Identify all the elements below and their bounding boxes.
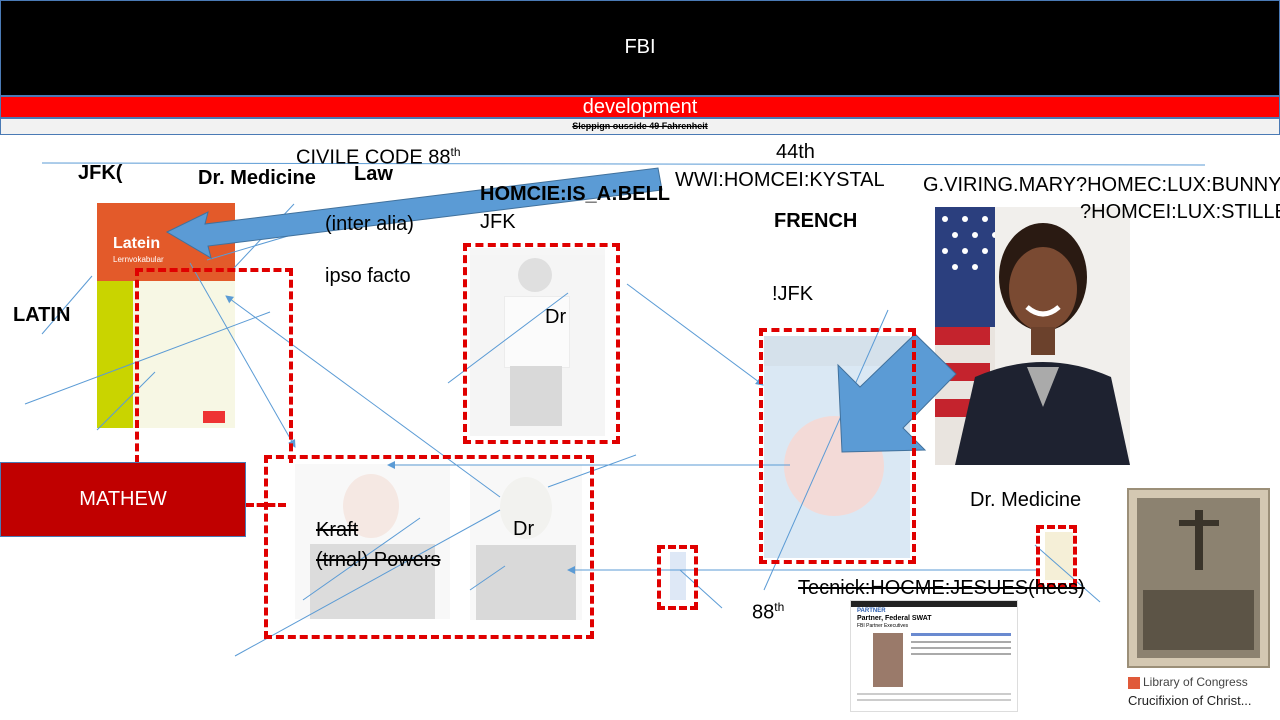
law-label: Law (354, 163, 393, 185)
homcie-bell-label: HOMCIE:IS_A:BELL (480, 183, 670, 205)
doc-title: Partner, Federal SWAT (857, 615, 932, 622)
doc-subtitle: FBI Partner Executives (857, 623, 909, 629)
header-bar (0, 0, 1280, 96)
dashed-connector (246, 503, 286, 507)
viring-label: G.VIRING.MARY?HOMEC:LUX:BUNNY (923, 174, 1280, 196)
civile-code-label: CIVILE CODE 88th (296, 145, 461, 169)
loc-caption: Crucifixion of Christ... (1128, 693, 1252, 708)
dashed-box-small (657, 545, 698, 610)
doc-partner: PARTNER (857, 608, 886, 614)
latin-label: LATIN (13, 304, 71, 326)
book-title: Latein (113, 235, 161, 252)
dashed-box-right (1036, 525, 1077, 587)
crucifixion-engraving (1127, 488, 1270, 668)
big-arrow-left (165, 167, 663, 260)
woman-photo (470, 248, 605, 436)
dashed-box-latin (135, 268, 293, 463)
timeline-line (41, 162, 1206, 166)
book-subtitle: Lernvokabular (113, 255, 164, 264)
jfk-label: JFK (480, 211, 516, 233)
page-title: FBI (624, 36, 656, 58)
fbi-document-thumbnail: PARTNER Partner, Federal SWAT FBI Partne… (850, 600, 1018, 712)
kraft-label: Kraft (316, 519, 359, 541)
dr-medicine-top-label: Dr. Medicine (198, 167, 316, 189)
dr-mid-label: Dr (545, 306, 567, 328)
stillb-label: ?HOMCEI:LUX:STILLB (1080, 201, 1280, 223)
eightyeight-label: 88th (752, 600, 785, 624)
condoleezza-rice-photo (935, 207, 1130, 465)
fortyfour-label: 44th (776, 141, 815, 163)
development-title: development (582, 96, 698, 118)
man-photo-right (470, 465, 582, 620)
dashed-box-woman (463, 243, 620, 444)
ipso-facto-label: ipso facto (325, 265, 411, 287)
not-jfk-label: !JFK (772, 283, 814, 305)
big-arrow-down (837, 333, 957, 453)
jfk-paren-label: JFK( (78, 162, 123, 184)
loc-source: Library of Congress (1143, 675, 1248, 689)
powers-label: (trnal) Powers (316, 549, 441, 571)
dashed-box-french (759, 328, 916, 564)
french-label: FRENCH (774, 210, 858, 232)
inter-alia-label: (inter alia) (325, 213, 414, 235)
man-photo-left (295, 464, 450, 619)
dr-bottom-label: Dr (513, 518, 535, 540)
note-text: Sleppign ousside 49 Fahrenheit (572, 121, 708, 131)
wwi-label: WWI:HOMCEI:KYSTAL (675, 169, 885, 191)
dashed-box-men (264, 455, 594, 639)
mathew-box: MATHEW (0, 462, 246, 537)
tecnick-label: Tecnick:HOCME:JESUES(hees) (798, 577, 1085, 599)
loc-icon (1128, 677, 1140, 689)
mini-figure (670, 552, 686, 600)
dr-medicine-right-label: Dr. Medicine (970, 489, 1082, 511)
mini-figure-right (1045, 532, 1073, 580)
